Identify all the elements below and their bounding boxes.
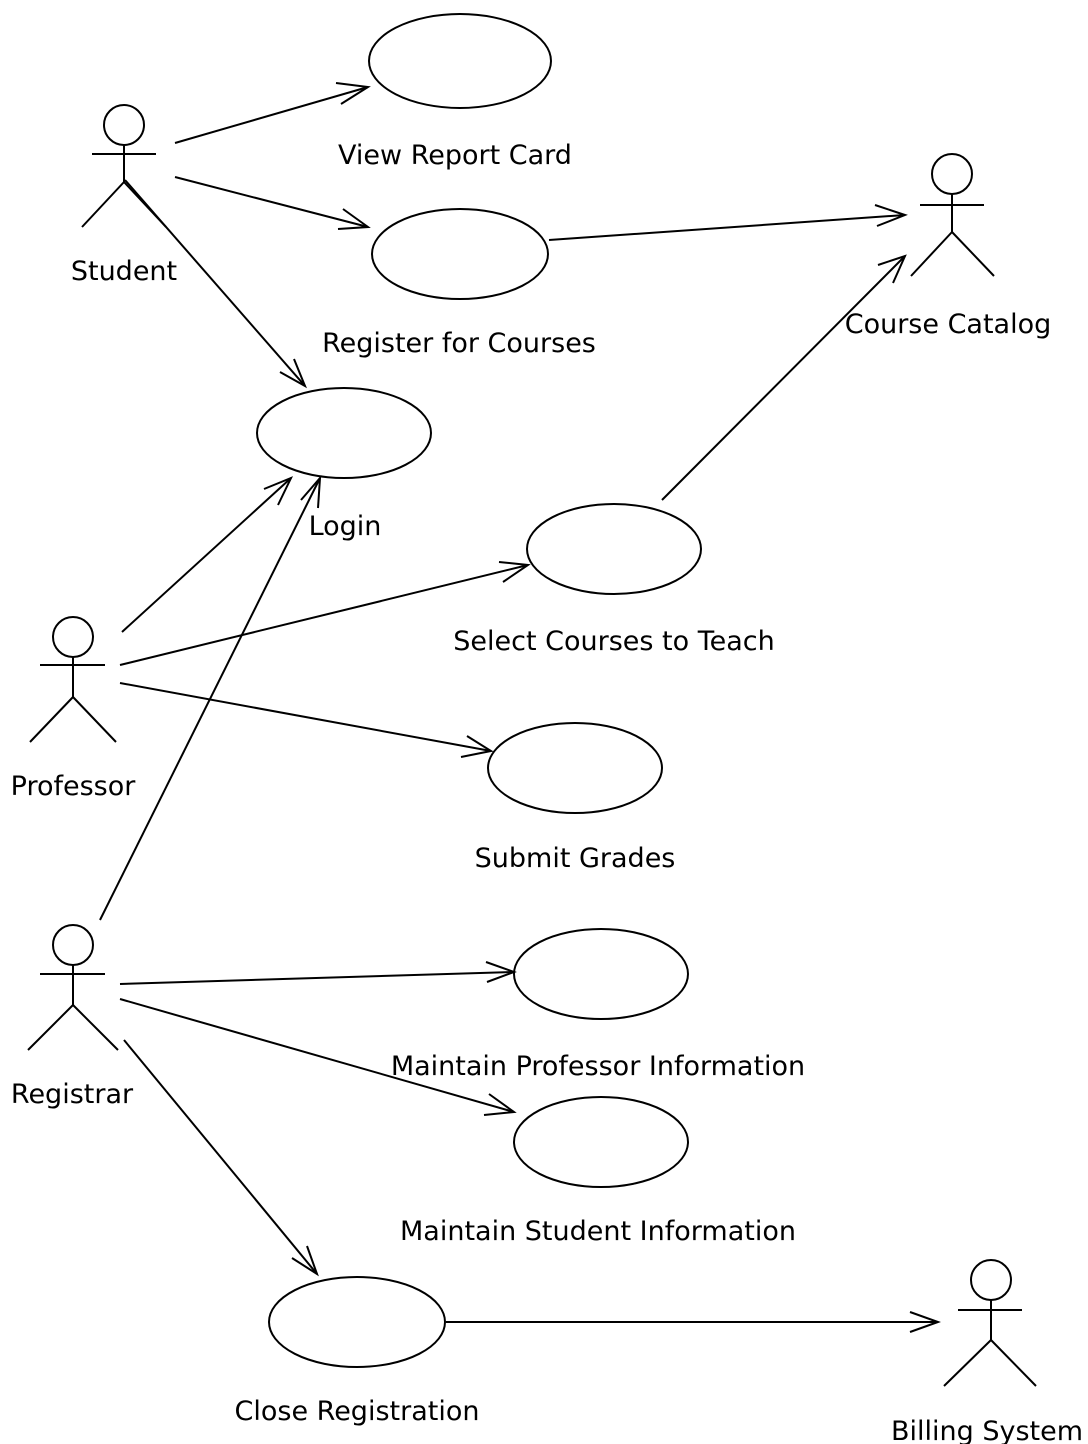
association-student-register-for-courses <box>174 176 371 230</box>
actor-label: Registrar <box>11 1079 134 1110</box>
association-register-for-courses-course-catalog <box>548 204 908 241</box>
use-case-submit-grades[interactable]: Submit Grades <box>475 722 676 874</box>
use-case-maintain-student-information[interactable]: Maintain Student Information <box>400 1096 796 1247</box>
association-professor-submit-grades <box>119 682 494 758</box>
association-registrar-login <box>99 475 322 921</box>
use-case-label: Submit Grades <box>475 843 676 874</box>
stick-figure-icon <box>943 1259 1037 1387</box>
stick-figure-icon <box>27 924 119 1051</box>
use-case-ellipse[interactable] <box>487 722 663 814</box>
association-close-registration-billing-system <box>446 1311 941 1333</box>
use-case-ellipse[interactable] <box>526 503 702 595</box>
association-registrar-maintain-professor <box>119 961 517 985</box>
use-case-ellipse[interactable] <box>513 928 689 1020</box>
associations <box>99 82 941 1333</box>
association-student-view-report-card <box>174 82 371 144</box>
use-case-label: Login <box>309 511 382 542</box>
association-select-courses-course-catalog <box>661 254 907 501</box>
use-case-label: View Report Card <box>338 140 572 171</box>
actor-professor[interactable]: Professor <box>11 616 137 802</box>
use-case-label: Close Registration <box>235 1396 480 1427</box>
use-case-ellipse[interactable] <box>268 1276 446 1368</box>
use-case-ellipse[interactable] <box>368 13 552 109</box>
actor-registrar[interactable]: Registrar <box>11 924 134 1110</box>
use-case-close-registration[interactable]: Close Registration <box>235 1276 480 1427</box>
actor-course-catalog[interactable]: Course Catalog <box>845 153 1052 340</box>
use-case-view-report-card[interactable]: View Report Card <box>338 13 572 171</box>
association-professor-select-courses <box>119 561 531 666</box>
actor-billing-system[interactable]: Billing System <box>891 1259 1083 1444</box>
use-case-ellipse[interactable] <box>256 387 432 479</box>
stick-figure-icon <box>81 104 167 228</box>
association-registrar-close-registration <box>123 1039 319 1277</box>
use-case-register-for-courses[interactable]: Register for Courses <box>322 208 596 359</box>
association-professor-login <box>121 476 294 633</box>
use-case-maintain-professor-information[interactable]: Maintain Professor Information <box>391 928 805 1082</box>
stick-figure-icon <box>29 616 117 743</box>
actor-student[interactable]: Student <box>71 104 177 287</box>
use-case-label: Maintain Student Information <box>400 1216 796 1247</box>
use-case-login[interactable]: Login <box>256 387 432 542</box>
use-case-ellipse[interactable] <box>513 1096 689 1188</box>
use-case-label: Register for Courses <box>322 328 596 359</box>
stick-figure-icon <box>910 153 995 277</box>
association-registrar-maintain-student <box>119 998 517 1116</box>
use-case-label: Select Courses to Teach <box>453 626 775 657</box>
actor-label: Student <box>71 256 177 287</box>
use-case-ellipse[interactable] <box>371 208 549 300</box>
use-case-select-courses-to-teach[interactable]: Select Courses to Teach <box>453 503 775 657</box>
actor-label: Course Catalog <box>845 309 1052 340</box>
actor-label: Professor <box>11 771 137 802</box>
use-case-label: Maintain Professor Information <box>391 1051 805 1082</box>
actor-label: Billing System <box>891 1416 1083 1444</box>
